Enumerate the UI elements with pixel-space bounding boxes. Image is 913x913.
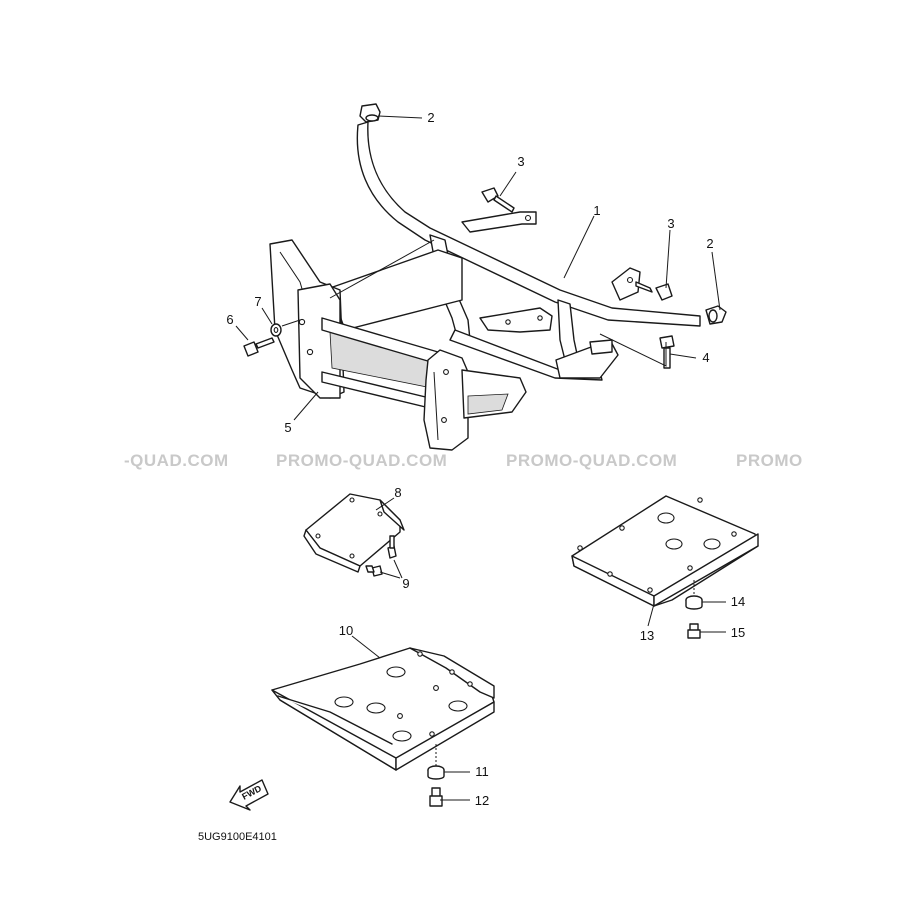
callout-6: 6 (226, 312, 233, 327)
callout-15: 15 (731, 625, 745, 640)
watermark-4: PROMO (736, 451, 803, 470)
callout-14: 14 (731, 594, 745, 609)
callout-5: 5 (284, 420, 291, 435)
callout-2-right: 2 (706, 236, 713, 251)
watermark-2: PROMO-QUAD.COM (276, 451, 447, 470)
callout-1: 1 (593, 203, 600, 218)
bolt-9-a (387, 535, 397, 559)
callout-12: 12 (475, 793, 489, 808)
bolt-12 (429, 787, 443, 807)
callout-3-right: 3 (667, 216, 674, 231)
bolt-9-b (365, 565, 383, 577)
callout-13: 13 (640, 628, 654, 643)
skid-plate-bottom (271, 647, 495, 807)
callout-10: 10 (339, 623, 353, 638)
callout-8: 8 (394, 485, 401, 500)
washer-7 (270, 323, 282, 337)
diagram-code: 5UG9100E4101 (198, 831, 277, 843)
skid-plate-small (303, 493, 405, 577)
callout-4: 4 (702, 350, 709, 365)
end-cap-right (705, 305, 727, 325)
callout-numbers: 2 3 1 3 2 4 5 6 7 8 9 10 11 12 13 14 15 (226, 110, 745, 808)
grommet-11 (427, 744, 445, 780)
bolt-15 (687, 623, 701, 639)
bolt-3-left (481, 187, 515, 213)
lower-guard-assembly (269, 239, 527, 451)
front-guard-bar (356, 121, 701, 381)
watermark-3: PROMO-QUAD.COM (506, 451, 677, 470)
watermark-row: -QUAD.COM PROMO-QUAD.COM PROMO-QUAD.COM … (124, 451, 803, 470)
skid-plate-right (571, 495, 759, 639)
end-cap-left (359, 103, 381, 123)
callout-11: 11 (475, 764, 489, 779)
callout-3-left: 3 (517, 154, 524, 169)
bolt-4 (659, 335, 675, 369)
callout-9: 9 (402, 576, 409, 591)
bolt-6 (243, 337, 275, 357)
fastener-group-top (243, 103, 727, 369)
bolt-3-right (635, 281, 673, 301)
forward-direction-arrow: FWD (229, 779, 269, 811)
callout-2-left: 2 (427, 110, 434, 125)
callout-7: 7 (254, 294, 261, 309)
watermark-1: -QUAD.COM (124, 451, 229, 470)
grommet-14 (685, 580, 703, 610)
leader-lines (235, 115, 726, 801)
